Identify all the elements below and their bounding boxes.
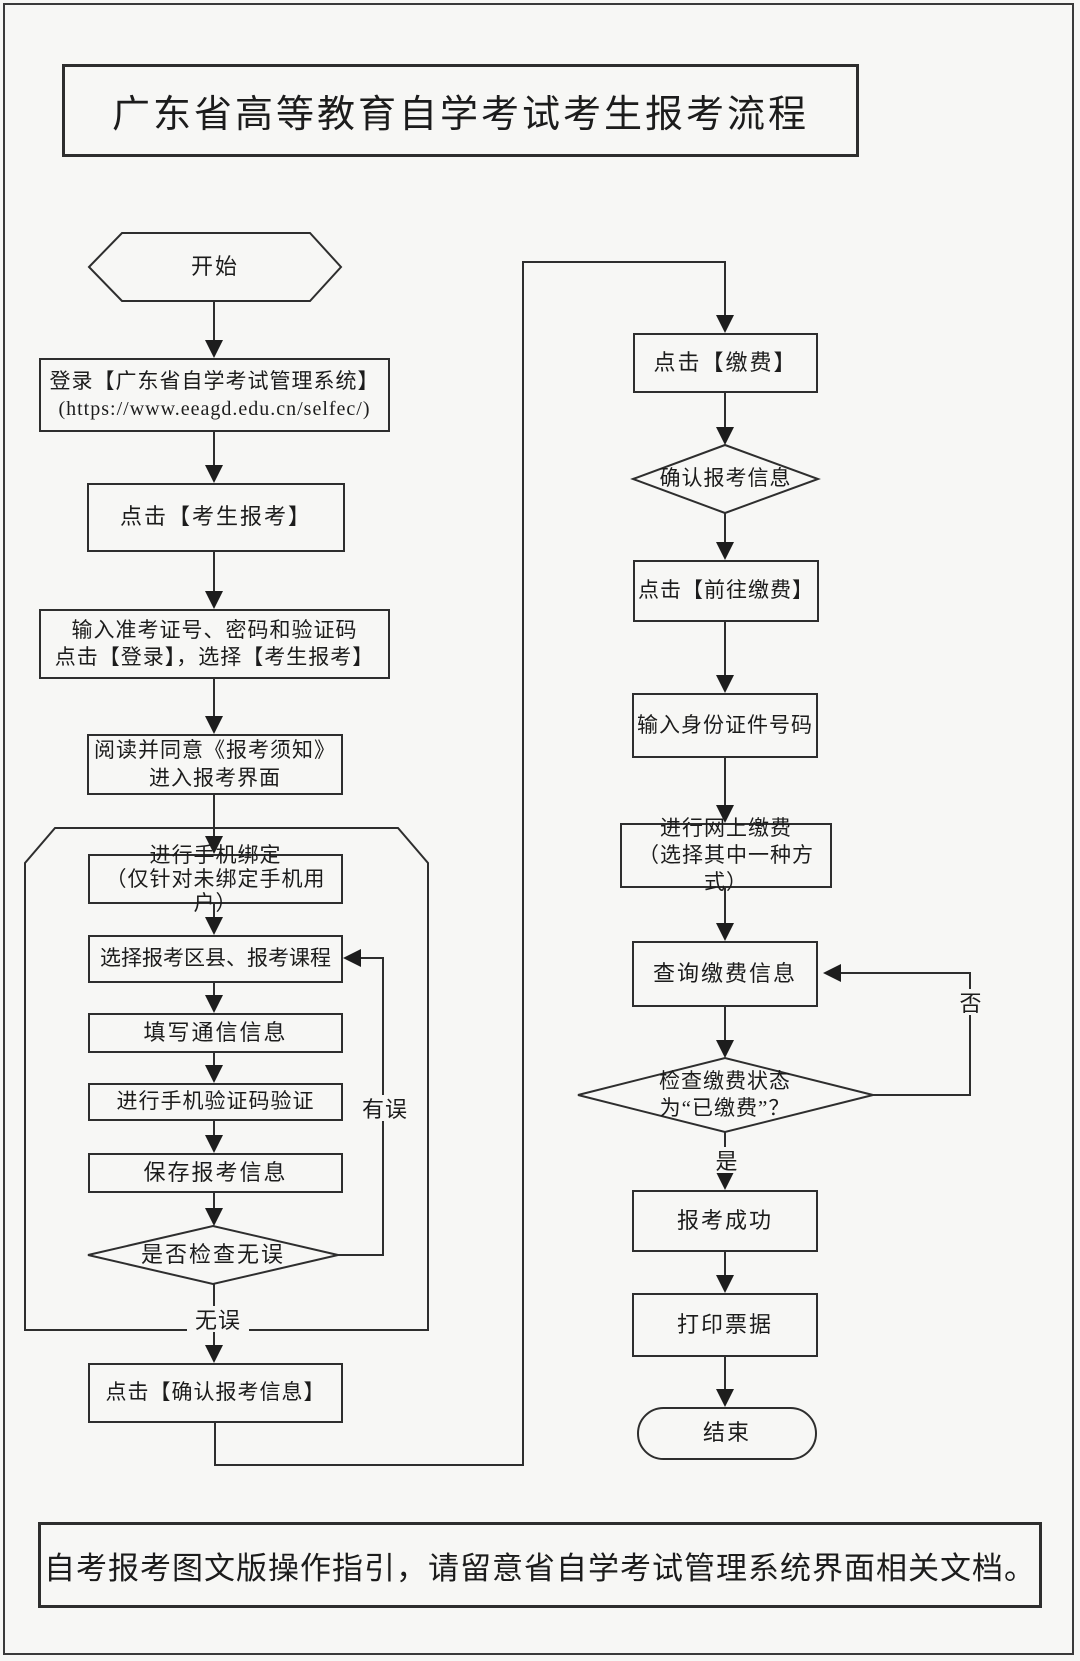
label-has-error: 有误 bbox=[354, 1095, 416, 1122]
node-check-paid-line1: 检查缴费状态 bbox=[659, 1068, 791, 1093]
title-box: 广东省高等教育自学考试考生报考流程 bbox=[62, 64, 859, 157]
node-print-receipt: 打印票据 bbox=[632, 1293, 818, 1357]
node-bind-phone-line2: （仅针对未绑定手机用户） bbox=[105, 866, 326, 916]
node-read-notice-line2: 进入报考界面 bbox=[149, 765, 281, 790]
node-check-paid-line2: 为“已缴费”？ bbox=[659, 1096, 791, 1120]
node-confirm-pay-decision: 确认报考信息 bbox=[659, 466, 792, 491]
confirm-pay-diamond-shape bbox=[630, 443, 821, 515]
node-register-success: 报考成功 bbox=[632, 1190, 818, 1252]
label-yes: 是 bbox=[711, 1147, 743, 1174]
node-bind-phone: 进行手机绑定 （仅针对未绑定手机用户） bbox=[88, 843, 343, 915]
node-end: 结束 bbox=[637, 1407, 817, 1460]
node-save-info: 保存报考信息 bbox=[88, 1153, 343, 1193]
node-confirm-info: 点击【确认报考信息】 bbox=[88, 1363, 343, 1423]
node-login: 登录【广东省自学考试管理系统】 (https://www.eeagd.edu.c… bbox=[39, 358, 390, 432]
node-online-pay-line2: （选择其中一种方式） bbox=[638, 842, 814, 895]
node-verify-sms: 进行手机验证码验证 bbox=[88, 1083, 343, 1121]
footer-note: 自考报考图文版操作指引，请留意省自学考试管理系统界面相关文档。 bbox=[44, 1550, 1036, 1586]
node-click-pay: 点击【缴费】 bbox=[633, 333, 818, 393]
node-read-notice-line1: 阅读并同意《报考须知》 bbox=[94, 738, 336, 763]
registration-group-outline bbox=[24, 827, 429, 1331]
node-input-credentials-line1: 输入准考证号、密码和验证码 bbox=[71, 617, 358, 642]
node-check-paid: 检查缴费状态 为“已缴费”？ bbox=[588, 1058, 862, 1132]
node-input-id: 输入身份证件号码 bbox=[632, 693, 818, 758]
node-login-url: (https://www.eeagd.edu.cn/selfec/) bbox=[58, 397, 371, 420]
node-online-pay-line1: 进行网上缴费 bbox=[660, 815, 792, 840]
node-input-credentials: 输入准考证号、密码和验证码 点击【登录】，选择【考生报考】 bbox=[39, 609, 390, 679]
label-no-error: 无误 bbox=[187, 1306, 249, 1333]
node-start: 开始 bbox=[190, 253, 239, 279]
footer-note-box: 自考报考图文版操作指引，请留意省自学考试管理系统界面相关文档。 bbox=[38, 1522, 1042, 1608]
start-hexagon-shape bbox=[87, 232, 343, 302]
node-check-correct: 是否检查无误 bbox=[140, 1241, 285, 1267]
page-title: 广东省高等教育自学考试考生报考流程 bbox=[111, 94, 809, 136]
label-no: 否 bbox=[955, 989, 987, 1016]
node-online-pay: 进行网上缴费 （选择其中一种方式） bbox=[620, 816, 832, 894]
node-read-notice: 阅读并同意《报考须知》 进入报考界面 bbox=[87, 734, 343, 795]
node-login-line1: 登录【广东省自学考试管理系统】 bbox=[49, 369, 380, 394]
node-goto-pay: 点击【前往缴费】 bbox=[633, 560, 819, 622]
node-input-credentials-line2: 点击【登录】，选择【考生报考】 bbox=[54, 645, 375, 669]
node-bind-phone-line1: 进行手机绑定 bbox=[149, 842, 282, 867]
node-query-pay: 查询缴费信息 bbox=[632, 941, 818, 1007]
node-fill-contact: 填写通信信息 bbox=[88, 1013, 343, 1053]
node-select-courses: 选择报考区县、报考课程 bbox=[88, 935, 343, 983]
node-click-register: 点击【考生报考】 bbox=[87, 483, 345, 552]
